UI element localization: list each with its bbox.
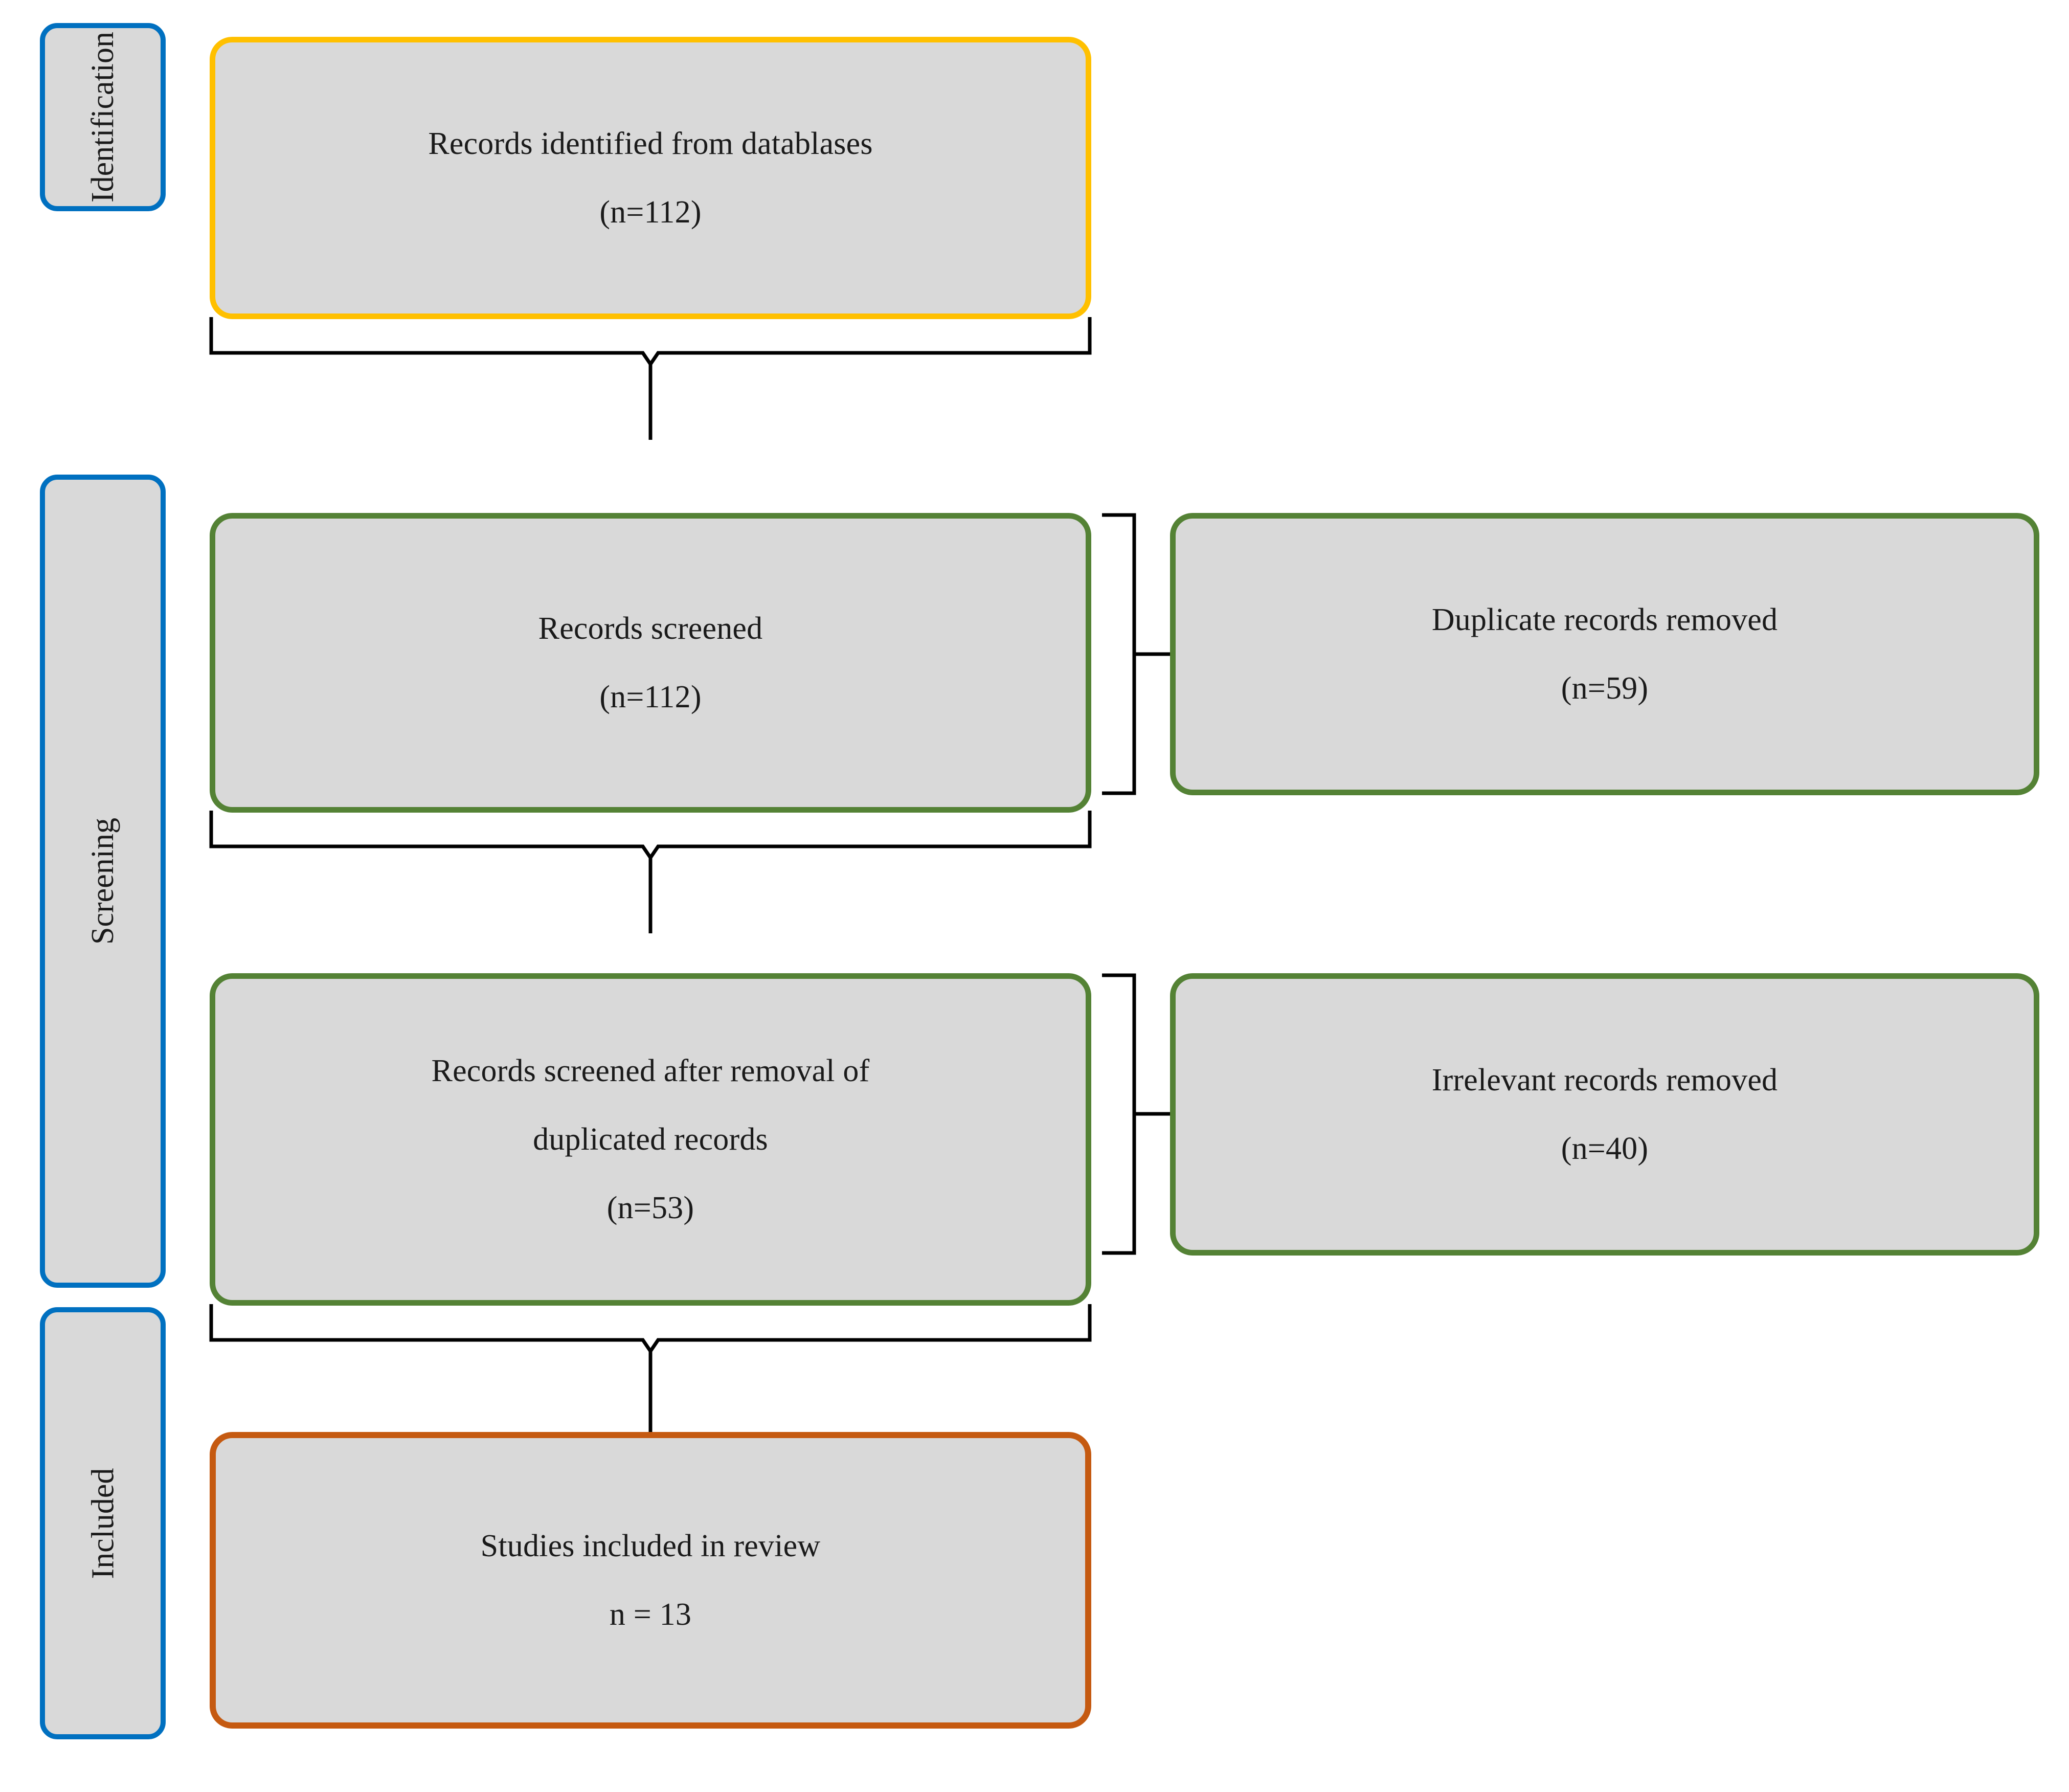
connector-identified-to-screened	[209, 317, 1092, 440]
connector-dedup-to-included	[209, 1304, 1092, 1432]
node-records-after-dedup-line-1: Records screened after removal of	[431, 1054, 870, 1088]
connector-screened-to-dedup	[209, 811, 1092, 933]
node-duplicates-removed[interactable]: Duplicate records removed (n=59)	[1170, 513, 2039, 795]
stage-identification-label: Identification	[85, 32, 121, 203]
stage-identification[interactable]: Identification	[40, 23, 166, 211]
node-records-screened[interactable]: Records screened (n=112)	[210, 513, 1091, 813]
stage-included[interactable]: Included	[40, 1307, 166, 1739]
node-irrelevant-removed-line-1: Irrelevant records removed	[1431, 1063, 1778, 1097]
stage-screening-label: Screening	[85, 818, 121, 945]
node-records-identified-line-2: (n=112)	[599, 195, 702, 230]
node-studies-included-line-1: Studies included in review	[480, 1529, 821, 1563]
node-records-identified-line-1: Records identified from datablases	[428, 126, 873, 161]
stage-screening[interactable]: Screening	[40, 475, 166, 1288]
node-records-screened-line-2: (n=112)	[599, 680, 702, 714]
node-records-screened-line-1: Records screened	[538, 611, 763, 646]
connector-dedup-to-irrelevant	[1102, 973, 1171, 1255]
connector-screened-to-duplicates	[1102, 513, 1171, 795]
node-records-after-dedup-line-2: duplicated records	[533, 1122, 768, 1157]
node-records-identified[interactable]: Records identified from datablases (n=11…	[210, 37, 1091, 319]
node-duplicates-removed-line-2: (n=59)	[1561, 671, 1649, 706]
node-irrelevant-removed[interactable]: Irrelevant records removed (n=40)	[1170, 973, 2039, 1256]
node-records-after-dedup-line-3: (n=53)	[606, 1191, 694, 1225]
node-duplicates-removed-line-1: Duplicate records removed	[1431, 602, 1778, 637]
node-studies-included[interactable]: Studies included in review n = 13	[210, 1432, 1091, 1729]
node-irrelevant-removed-line-2: (n=40)	[1561, 1131, 1649, 1166]
node-studies-included-line-2: n = 13	[609, 1597, 692, 1632]
node-records-after-dedup[interactable]: Records screened after removal of duplic…	[210, 973, 1091, 1306]
stage-included-label: Included	[85, 1468, 120, 1579]
